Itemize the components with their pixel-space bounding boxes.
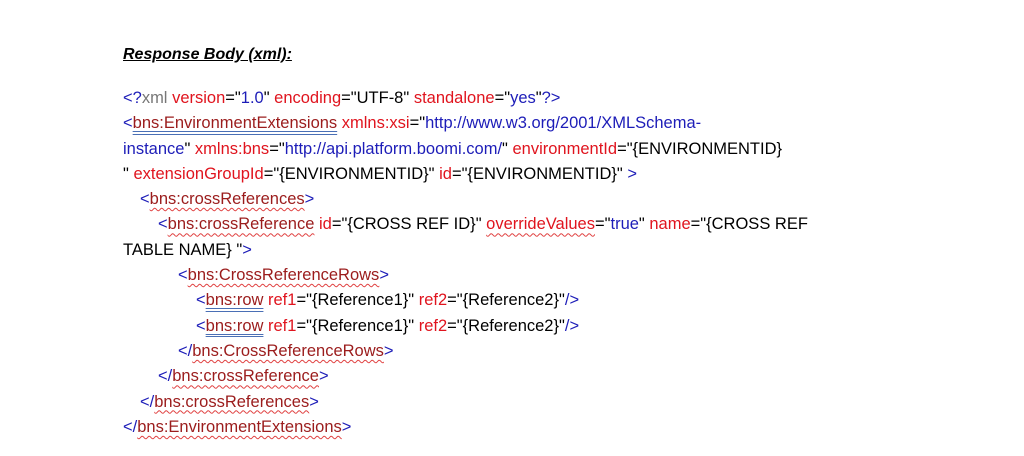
code-token: true [610,215,639,234]
code-token: ref1 [263,291,297,310]
code-token: </ [178,341,193,360]
code-token: < [178,266,188,285]
code-token: " [263,89,270,107]
code-token: < [158,215,168,234]
code-token: instance [123,139,185,158]
code-token: </ [123,417,138,436]
code-token: ="{Reference2}" [447,291,565,310]
code-token: " [184,139,191,158]
code-token: ?> [541,89,561,107]
code-token: ="{Reference2}" [447,316,565,335]
code-line: <bns:CrossReferenceRows> [123,263,808,288]
code-token: < [196,316,206,335]
code-token: bns:crossReferences [149,190,305,209]
code-token: environmentId [507,139,618,158]
code-line: <bns:crossReference id="{CROSS REF ID}" … [123,212,808,237]
code-token: < [196,291,206,310]
code-token: ref2 [414,316,448,335]
code-token: encoding [269,89,342,107]
code-token: name [644,215,691,234]
code-token: " [123,164,129,183]
code-token: id [434,164,452,183]
code-token: <? [123,89,142,107]
code-token: ref2 [414,291,448,310]
code-token: > [242,240,252,259]
code-token: bns:row [205,316,264,335]
code-token: bns:CrossReferenceRows [192,341,384,360]
code-token: ="{CROSS REF [690,215,808,234]
code-token: =" [594,215,611,234]
code-token: ="{Reference1}" [296,316,415,335]
code-token: http://api.platform.boomi.com/ [284,139,503,158]
code-token: bns:crossReference [172,367,319,386]
code-token: =" [225,89,241,107]
code-token: </ [158,367,173,386]
code-token: > [318,367,329,386]
code-token: < [123,114,133,133]
code-token: xml [141,89,168,107]
code-token: version [167,89,226,107]
code-token: id [314,215,332,234]
code-line: </bns:EnvironmentExtensions> [123,415,808,440]
code-token: > [622,164,637,183]
code-token: < [140,190,150,209]
code-token: overrideValues [486,215,595,234]
code-token: http://www.w3.org/2001/XMLSchema- [425,114,702,133]
code-token: /> [564,291,580,310]
code-token: " [638,215,645,234]
code-token: standalone [409,89,495,107]
code-token: xmlns:xsi [337,114,410,133]
code-token: ref1 [263,316,297,335]
code-line: instance" xmlns:bns="http://api.platform… [123,137,808,162]
code-line: <bns:row ref1="{Reference1}" ref2="{Refe… [123,288,808,313]
code-line: TABLE NAME} "> [123,238,808,263]
code-token: bns:crossReference [167,215,315,234]
code-token: xmlns:bns [190,139,270,158]
code-token: > [383,341,394,360]
code-line: <bns:row ref1="{Reference1}" ref2="{Refe… [123,314,808,339]
code-line: </bns:crossReference> [123,364,808,389]
code-token: ="{Reference1}" [296,291,415,310]
code-token: /> [564,316,580,335]
code-token: bns:EnvironmentExtensions [137,417,342,436]
code-token: bns:CrossReferenceRows [187,266,380,285]
code-token: > [341,417,352,436]
code-line: </bns:CrossReferenceRows> [123,339,808,364]
code-token: ="{ENVIRONMENTID}" [451,164,623,183]
code-token: bns:row [205,291,264,310]
code-token: TABLE NAME} " [123,240,243,259]
xml-code-block: <?xml version="1.0" encoding="UTF-8" sta… [123,86,808,440]
code-token: extensionGroupId [128,164,264,183]
code-token: ="{ENVIRONMENTID}" [263,164,435,183]
code-token: " [502,139,508,158]
code-token: bns:EnvironmentExtensions [132,114,338,133]
code-line: <?xml version="1.0" encoding="UTF-8" sta… [123,86,808,111]
code-token: > [304,190,315,209]
code-token: > [309,392,319,411]
code-token: ="{CROSS REF ID}" [331,215,487,234]
code-token: " [535,89,542,107]
code-token: =" [269,139,285,158]
code-token: =" [494,89,511,107]
code-line: </bns:crossReferences> [123,390,808,415]
code-token: > [379,266,389,285]
code-token: 1.0 [240,89,264,107]
code-line: " extensionGroupId="{ENVIRONMENTID}" id=… [123,162,808,187]
response-body-heading: Response Body (xml): [123,46,292,63]
code-line: <bns:EnvironmentExtensions xmlns:xsi="ht… [123,111,808,136]
code-token: ="UTF-8" [341,89,410,107]
code-token: </ [140,392,155,411]
code-token: bns:crossReferences [154,392,310,411]
code-token: yes [510,89,536,107]
code-line: <bns:crossReferences> [123,187,808,212]
code-token: =" [409,114,426,133]
code-token: ="{ENVIRONMENTID} [617,139,782,158]
